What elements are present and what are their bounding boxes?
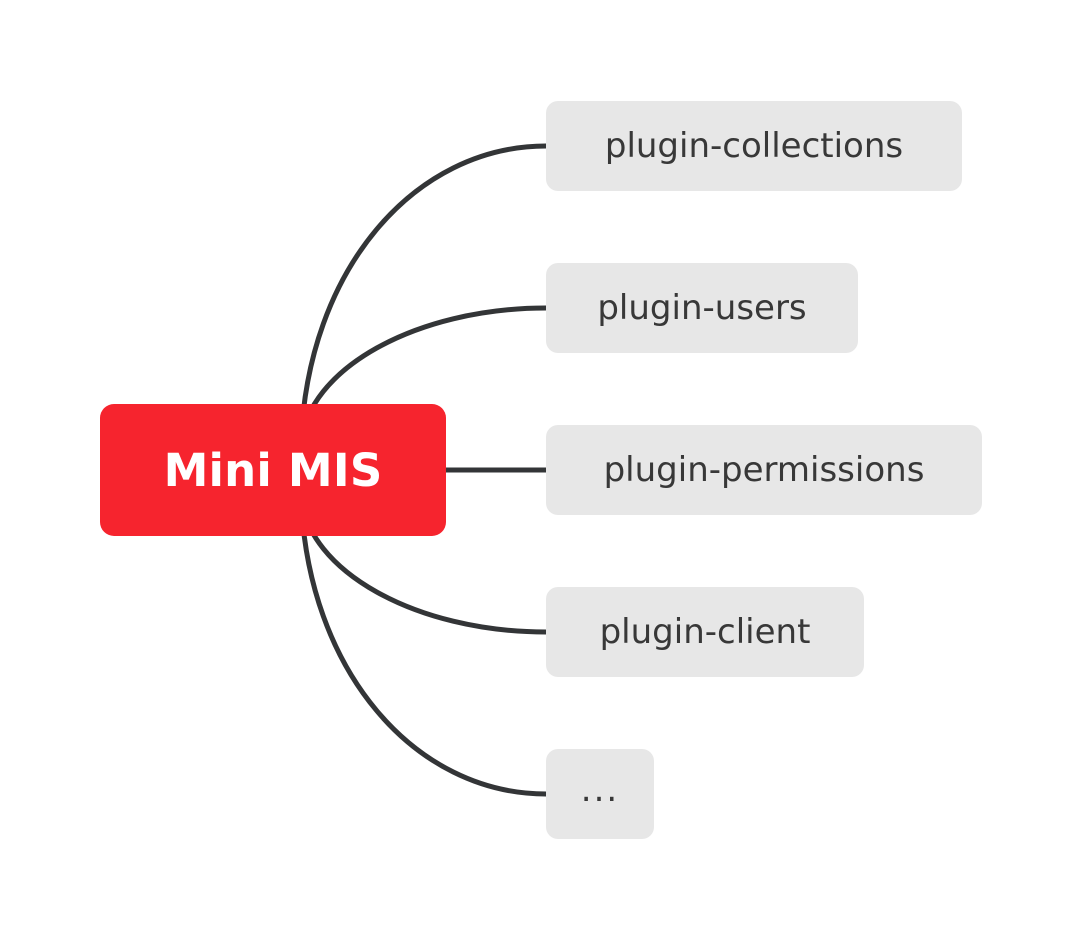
- edge-path: [298, 143, 549, 447]
- leaf-node-label: plugin-permissions: [603, 450, 925, 490]
- leaf-node-label: ...: [580, 770, 620, 810]
- leaf-node-plugin-collections[interactable]: plugin-collections: [546, 101, 962, 191]
- leaf-node-plugin-permissions[interactable]: plugin-permissions: [546, 425, 982, 515]
- root-node[interactable]: Mini MIS: [100, 404, 446, 536]
- root-node-label: Mini MIS: [163, 443, 383, 497]
- leaf-node-label: plugin-users: [597, 288, 807, 328]
- edge-path: [298, 493, 549, 797]
- leaf-node-label: plugin-client: [599, 612, 811, 652]
- leaf-node-plugin-client[interactable]: plugin-client: [546, 587, 864, 677]
- leaf-node-plugin-users[interactable]: plugin-users: [546, 263, 858, 353]
- leaf-node-more[interactable]: ...: [546, 749, 654, 839]
- leaf-node-label: plugin-collections: [604, 126, 904, 166]
